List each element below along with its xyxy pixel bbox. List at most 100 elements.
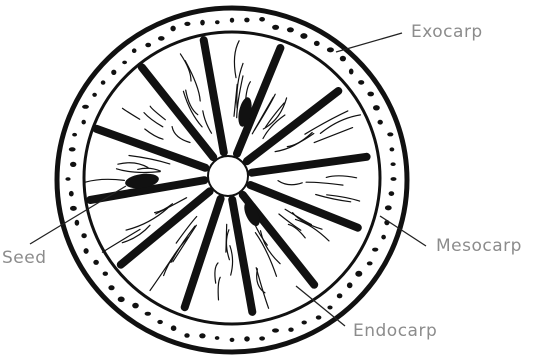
mesocarp-dot <box>230 338 235 342</box>
mesocarp-dot <box>157 320 163 324</box>
pulp-stroke <box>306 182 343 185</box>
seed-label: Seed <box>2 250 47 267</box>
mesocarp-dot <box>170 26 175 32</box>
mesocarp-dot <box>337 293 343 298</box>
mesocarp-dot <box>244 18 249 23</box>
mesocarp-dot <box>70 206 77 211</box>
pulp-stroke <box>203 111 212 133</box>
pulp-stroke <box>256 268 268 309</box>
segment-membrane <box>252 157 367 173</box>
mesocarp-dot <box>184 22 190 26</box>
mesocarp-dot <box>70 162 76 167</box>
mesocarp-dot <box>200 20 205 26</box>
pulp-stroke <box>278 181 302 185</box>
mesocarp-dot <box>259 17 265 22</box>
mesocarp-dot <box>391 177 397 181</box>
pulp-stroke <box>215 263 218 283</box>
mesocarp-dot <box>199 333 205 338</box>
mesocarp-dot <box>108 285 114 290</box>
mesocarp-dot <box>378 120 383 125</box>
mesocarp-dot <box>316 315 322 319</box>
pulp-stroke <box>138 168 161 171</box>
mesocarp-dot <box>288 328 293 332</box>
mesocarp-dot <box>69 191 74 197</box>
mesocarp-dot <box>389 191 395 196</box>
mesocarp-dot <box>302 321 307 325</box>
pulp-stroke <box>230 246 233 275</box>
mesocarp-dot <box>82 105 89 109</box>
exocarp-leader <box>336 33 402 52</box>
mesocarp-dot <box>367 261 373 265</box>
mesocarp-dot <box>391 162 396 166</box>
mesocarp-dot <box>381 235 386 240</box>
endocarp-label: Endocarp <box>353 323 437 340</box>
pulp-stroke <box>320 115 360 133</box>
mesocarp-dot <box>272 25 279 30</box>
mesocarp-dot <box>314 41 320 46</box>
exocarp-label: Exocarp <box>411 24 483 41</box>
mesocarp-dot <box>230 18 234 23</box>
mesocarp-dot <box>103 272 108 276</box>
pulp-stroke <box>226 230 229 260</box>
mesocarp-dot <box>373 105 380 110</box>
pulp-stroke <box>118 163 148 168</box>
seed-leader <box>30 186 126 244</box>
mesocarp-dot <box>259 336 265 340</box>
mesocarp-dot <box>387 132 393 136</box>
mesocarp-dot <box>272 328 279 332</box>
mesocarp-dot <box>132 303 139 309</box>
mesocarp-dot <box>118 297 125 303</box>
mesocarp-dot <box>372 248 378 252</box>
mesocarp-dot <box>340 56 346 62</box>
pulp-stroke <box>218 277 220 300</box>
pulp-stroke <box>145 129 163 139</box>
mesocarp-dot <box>101 80 106 84</box>
pulp-stroke <box>288 224 305 238</box>
pulp-stroke <box>123 108 140 119</box>
mesocarp-dot <box>82 120 86 125</box>
mesocarp-dot <box>349 69 354 75</box>
mesocarp-dot <box>327 306 332 310</box>
pulp-stroke <box>180 54 191 81</box>
mesocarp-dot <box>390 147 395 151</box>
mesocarp-dot <box>72 133 77 137</box>
pulp-stroke <box>171 226 195 262</box>
mesocarp-dot <box>122 61 127 65</box>
pulp-stroke <box>314 128 352 143</box>
mesocarp-dot <box>367 92 374 97</box>
mesocarp-dot <box>215 336 220 340</box>
pulp-stroke <box>287 134 314 147</box>
mesocarp-label: Mesocarp <box>436 238 522 255</box>
pulp-stroke <box>234 41 239 78</box>
pulp-stroke <box>326 176 356 178</box>
mesocarp-dot <box>184 333 189 338</box>
mesocarp-dot <box>385 205 392 210</box>
mesocarp-dot <box>111 70 116 75</box>
mesocarp-dot <box>75 220 80 226</box>
pulp-stroke <box>150 106 165 120</box>
mesocarp-dot <box>171 325 177 331</box>
mesocarp-dot <box>158 36 165 41</box>
mesocarp-dot <box>358 80 364 85</box>
mesocarp-dot <box>215 20 220 24</box>
segment-membrane <box>96 129 205 168</box>
mesocarp-dot <box>287 27 294 32</box>
mesocarp-dot <box>327 47 334 52</box>
segment-membrane <box>185 199 221 307</box>
mesocarp-dot <box>65 177 70 181</box>
mesocarp-dot <box>81 233 86 238</box>
segment-membrane <box>204 40 224 152</box>
mesocarp-dot <box>355 271 362 277</box>
mesocarp-dot <box>69 147 76 151</box>
mesocarp-dot <box>300 33 307 39</box>
central-core <box>208 156 248 196</box>
mesocarp-dot <box>244 336 250 341</box>
mesocarp-dot <box>92 93 97 97</box>
mesocarp-dot <box>145 43 151 48</box>
mesocarp-dot <box>145 312 151 316</box>
mesocarp-dot <box>84 248 89 254</box>
mesocarp-dot <box>93 260 99 265</box>
mesocarp-dot <box>132 48 137 53</box>
